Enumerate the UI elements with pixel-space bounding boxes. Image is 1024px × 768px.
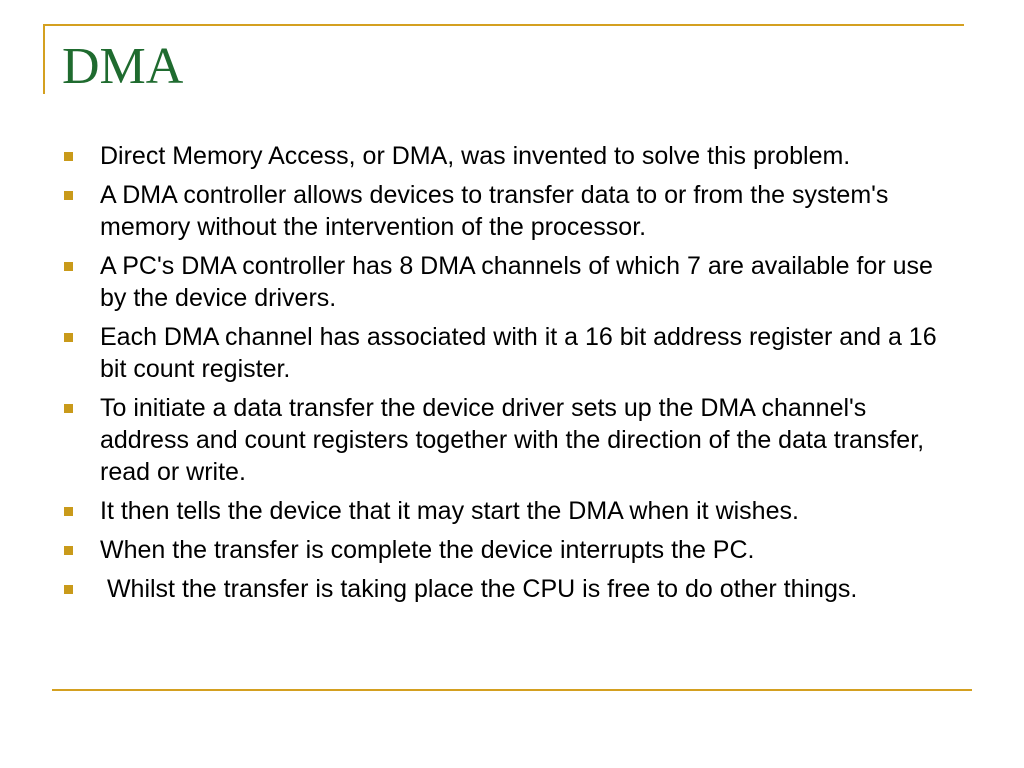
top-divider-line (43, 24, 964, 26)
bullet-text: A PC's DMA controller has 8 DMA channels… (100, 252, 940, 312)
bottom-divider-line (52, 689, 972, 691)
square-bullet-icon (64, 507, 73, 516)
bullet-text: It then tells the device that it may sta… (100, 497, 799, 525)
square-bullet-icon (64, 333, 73, 342)
bullet-text: Whilst the transfer is taking place the … (100, 575, 858, 603)
bullet-text: A DMA controller allows devices to trans… (100, 181, 896, 241)
bullet-item: It then tells the device that it may sta… (62, 495, 962, 527)
bullet-item: A DMA controller allows devices to trans… (62, 179, 962, 243)
bullet-item: When the transfer is complete the device… (62, 534, 962, 566)
bullet-item: Whilst the transfer is taking place the … (62, 573, 962, 605)
bullet-item: Direct Memory Access, or DMA, was invent… (62, 140, 962, 172)
bullet-text: When the transfer is complete the device… (100, 536, 755, 564)
square-bullet-icon (64, 546, 73, 555)
bullet-item: Each DMA channel has associated with it … (62, 321, 962, 385)
bullet-text: Direct Memory Access, or DMA, was invent… (100, 142, 851, 170)
bullet-item: To initiate a data transfer the device d… (62, 392, 962, 488)
bullet-text: Each DMA channel has associated with it … (100, 323, 944, 383)
square-bullet-icon (64, 191, 73, 200)
square-bullet-icon (64, 404, 73, 413)
square-bullet-icon (64, 585, 73, 594)
left-divider-line (43, 24, 45, 94)
slide-title: DMA (62, 38, 184, 95)
square-bullet-icon (64, 262, 73, 271)
bullet-item: A PC's DMA controller has 8 DMA channels… (62, 250, 962, 314)
bullet-list: Direct Memory Access, or DMA, was invent… (62, 140, 962, 612)
bullet-text: To initiate a data transfer the device d… (100, 394, 932, 486)
square-bullet-icon (64, 152, 73, 161)
